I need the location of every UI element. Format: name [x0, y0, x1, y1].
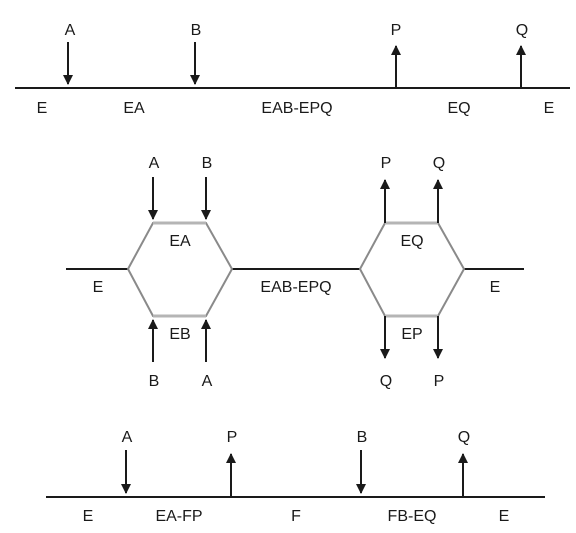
- complex-ea-fp-label: EA-FP: [155, 508, 202, 525]
- ping-pong-b-label: B: [357, 429, 368, 446]
- enzyme-start-label: E: [37, 100, 48, 117]
- product-p-label: P: [391, 22, 402, 39]
- scheme2-ternary-complex-label: EAB-EPQ: [260, 279, 331, 296]
- left-top-b-label: B: [202, 155, 213, 172]
- ping-pong-a-label: A: [122, 429, 133, 446]
- left-top-a-label: A: [149, 155, 160, 172]
- ping-pong-p-label: P: [227, 429, 238, 446]
- scheme-ping-pong: A P B Q E EA-FP F FB-EQ E: [46, 429, 545, 525]
- scheme2-enzyme-right-label: E: [490, 279, 501, 296]
- right-top-q-label: Q: [433, 155, 445, 172]
- ping-pong-q-label: Q: [458, 429, 470, 446]
- right-bottom-p-label: P: [434, 373, 445, 390]
- ternary-complex-label: EAB-EPQ: [261, 100, 332, 117]
- substrate-b-label: B: [191, 22, 202, 39]
- right-top-p-label: P: [381, 155, 392, 172]
- complex-ep-label: EP: [401, 326, 422, 343]
- modified-enzyme-f-label: F: [291, 508, 301, 525]
- complex-eq-label: EQ: [447, 100, 470, 117]
- left-bottom-a-label: A: [202, 373, 213, 390]
- enzyme-end-label: E: [544, 100, 555, 117]
- right-bottom-q-label: Q: [380, 373, 392, 390]
- scheme-ordered: A B P Q E EA EAB-EPQ EQ E: [15, 22, 570, 117]
- complex-fb-eq-label: FB-EQ: [388, 508, 437, 525]
- substrate-a-label: A: [65, 22, 76, 39]
- complex-eb-label: EB: [169, 326, 190, 343]
- complex-ea-label: EA: [169, 233, 191, 250]
- left-bottom-b-label: B: [149, 373, 160, 390]
- complex-ea-label: EA: [123, 100, 145, 117]
- ping-pong-enzyme-end-label: E: [499, 508, 510, 525]
- ping-pong-enzyme-start-label: E: [83, 508, 94, 525]
- complex-eq-label: EQ: [400, 233, 423, 250]
- product-q-label: Q: [516, 22, 528, 39]
- scheme-random: A B B A P Q Q P E EA EB EAB-EPQ EQ EP E: [66, 155, 524, 390]
- scheme2-enzyme-left-label: E: [93, 279, 104, 296]
